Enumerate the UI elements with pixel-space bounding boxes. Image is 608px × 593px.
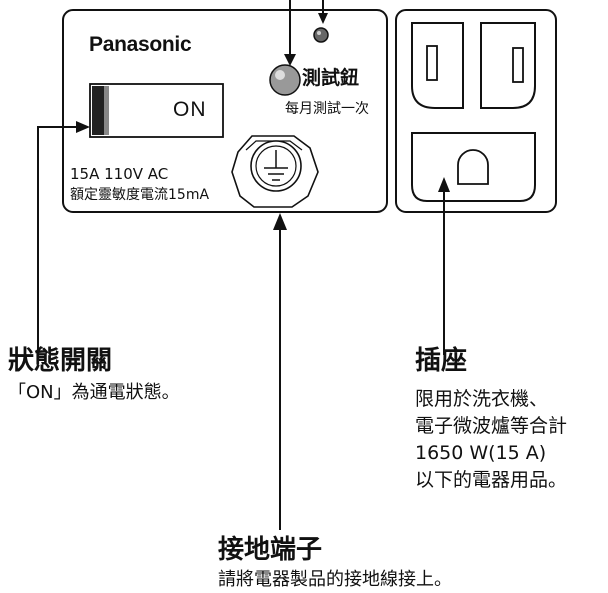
arrowheads bbox=[76, 13, 450, 230]
switch-rocker-shade bbox=[104, 86, 109, 135]
test-button[interactable] bbox=[269, 64, 301, 96]
arrow-test-icon bbox=[284, 54, 296, 66]
outlet-callout-line-4: 以下的電器用品。 bbox=[415, 469, 568, 491]
ground-symbol-icon bbox=[264, 150, 288, 181]
brand-logo: Panasonic bbox=[89, 33, 192, 56]
switch-callout-title: 狀態開關 bbox=[8, 346, 113, 376]
socket-slot-right bbox=[480, 22, 536, 109]
ground-hole bbox=[457, 149, 489, 185]
ground-callout-text: 請將電器製品的接地線接上。 bbox=[218, 569, 452, 590]
ground-callout-title: 接地端子 bbox=[218, 535, 323, 565]
outlet-callout-title: 插座 bbox=[415, 346, 468, 376]
arrow-ground-icon bbox=[273, 213, 287, 230]
arrow-led-icon bbox=[318, 13, 328, 24]
outlet-callout-line-1: 限用於洗衣機、 bbox=[415, 388, 549, 410]
outlet-callout-line-3: 1650 W(15 A) bbox=[415, 442, 547, 464]
switch-frame[interactable] bbox=[89, 83, 224, 138]
sensitivity-label: 額定靈敏度電流15mA bbox=[70, 187, 210, 203]
switch-callout-text: 「ON」為通電狀態。 bbox=[8, 382, 180, 403]
switch-state-label: ON bbox=[173, 98, 207, 121]
leader-lines bbox=[37, 0, 445, 530]
arrow-outlet-icon bbox=[438, 177, 450, 192]
arrow-switch-icon bbox=[76, 121, 90, 133]
test-button-label: 測試鈕 bbox=[302, 67, 360, 89]
rating-label: 15A 110V AC bbox=[70, 165, 169, 183]
outlet-callout-line-2: 電子微波爐等合計 bbox=[415, 415, 568, 437]
test-frequency-label: 每月測試一次 bbox=[285, 101, 369, 117]
indicator-led bbox=[313, 27, 329, 43]
switch-rocker-dark bbox=[92, 86, 104, 135]
ground-terminal[interactable] bbox=[231, 135, 319, 208]
slot-hole-left bbox=[426, 45, 438, 81]
slot-hole-right bbox=[512, 47, 524, 83]
